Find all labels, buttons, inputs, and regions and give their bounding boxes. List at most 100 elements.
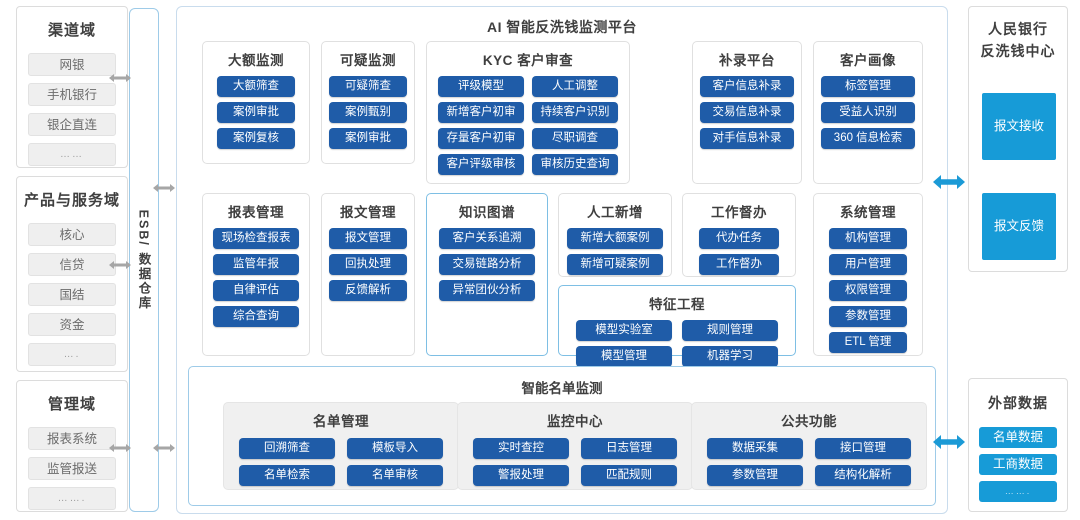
card-kyc-review[interactable]: KYC 客户审查 评级模型 人工调整 新增客户初审 持续客户识别 存量客户初审 …: [426, 41, 630, 184]
btn-case-approval[interactable]: 案例审批: [217, 102, 295, 123]
management-item-0[interactable]: 报表系统: [28, 427, 116, 450]
btn-tag-management[interactable]: 标签管理: [821, 76, 915, 97]
btn-parameter-management[interactable]: 参数管理: [829, 306, 907, 327]
arrow-platform-to-external-data: [933, 435, 965, 449]
btn-list-data[interactable]: 名单数据: [979, 427, 1057, 448]
btn-suspicious-screen[interactable]: 可疑筛查: [329, 76, 407, 97]
card-common-functions[interactable]: 公共功能 数据采集 接口管理 参数管理 结构化解析: [691, 402, 927, 490]
btn-continuous-customer-id[interactable]: 持续客户识别: [532, 102, 618, 123]
arrow-management-to-esb: [109, 444, 131, 452]
btn-data-collection[interactable]: 数据采集: [707, 438, 803, 459]
btn-parameter-management[interactable]: 参数管理: [707, 465, 803, 486]
btn-onsite-inspection-report[interactable]: 现场检查报表: [213, 228, 299, 249]
btn-rating-model[interactable]: 评级模型: [438, 76, 524, 97]
management-item-more[interactable]: …….: [28, 487, 116, 510]
card-report-management[interactable]: 报表管理 现场检查报表 监管年报 自律评估 综合查询: [202, 193, 310, 356]
card-work-supervision[interactable]: 工作督办 代办任务 工作督办: [682, 193, 796, 277]
btn-message-management[interactable]: 报文管理: [329, 228, 407, 249]
btn-list-search[interactable]: 名单检索: [239, 465, 335, 486]
btn-customer-info-supplement[interactable]: 客户信息补录: [700, 76, 794, 97]
btn-customer-relation-tracing[interactable]: 客户关系追溯: [439, 228, 535, 249]
btn-beneficiary-identification[interactable]: 受益人识别: [821, 102, 915, 123]
btn-interface-management[interactable]: 接口管理: [815, 438, 911, 459]
btn-matching-rules[interactable]: 匹配规则: [581, 465, 677, 486]
btn-transaction-chain-analysis[interactable]: 交易链路分析: [439, 254, 535, 275]
btn-abnormal-group-analysis[interactable]: 异常团伙分析: [439, 280, 535, 301]
btn-org-management[interactable]: 机构管理: [829, 228, 907, 249]
product-item-0[interactable]: 核心: [28, 223, 116, 246]
btn-rule-management[interactable]: 规则管理: [682, 320, 778, 341]
card-message-management[interactable]: 报文管理 报文管理 回执处理 反馈解析: [321, 193, 415, 356]
btn-realtime-control[interactable]: 实时查控: [473, 438, 569, 459]
card-monitor-center[interactable]: 监控中心 实时查控 日志管理 警报处理 匹配规则: [457, 402, 693, 490]
card-customer-profile[interactable]: 客户画像 标签管理 受益人识别 360 信息检索: [813, 41, 923, 184]
btn-external-data-more[interactable]: …….: [979, 481, 1057, 502]
btn-alarm-processing[interactable]: 警报处理: [473, 465, 569, 486]
btn-add-large-amount-case[interactable]: 新增大额案例: [567, 228, 663, 249]
btn-feedback-parsing[interactable]: 反馈解析: [329, 280, 407, 301]
channel-item-2[interactable]: 银企直连: [28, 113, 116, 136]
channel-item-more[interactable]: ……: [28, 143, 116, 166]
product-item-2[interactable]: 国结: [28, 283, 116, 306]
btn-360-info-search[interactable]: 360 信息检索: [821, 128, 915, 149]
btn-agent-task[interactable]: 代办任务: [699, 228, 779, 249]
product-service-domain-title: 产品与服务域: [23, 192, 120, 209]
management-domain-box: 管理域 报表系统 监管报送 …….: [16, 380, 128, 512]
btn-structured-parsing[interactable]: 结构化解析: [815, 465, 911, 486]
btn-receipt-processing[interactable]: 回执处理: [329, 254, 407, 275]
btn-retrospective-screening[interactable]: 回溯筛查: [239, 438, 335, 459]
channel-item-0[interactable]: 网银: [28, 53, 116, 76]
card-supplement-platform[interactable]: 补录平台 客户信息补录 交易信息补录 对手信息补录: [692, 41, 802, 184]
card-title: 报表管理: [228, 205, 284, 220]
card-knowledge-graph[interactable]: 知识图谱 客户关系追溯 交易链路分析 异常团伙分析: [426, 193, 548, 356]
btn-large-amount-screen[interactable]: 大额筛查: [217, 76, 295, 97]
btn-model-management[interactable]: 模型管理: [576, 346, 672, 367]
btn-model-lab[interactable]: 模型实验室: [576, 320, 672, 341]
btn-add-suspicious-case[interactable]: 新增可疑案例: [567, 254, 663, 275]
channel-item-1[interactable]: 手机银行: [28, 83, 116, 106]
btn-audit-history-query[interactable]: 审核历史查询: [532, 154, 618, 175]
card-list-management[interactable]: 名单管理 回溯筛查 模板导入 名单检索 名单审核: [223, 402, 459, 490]
btn-log-management[interactable]: 日志管理: [581, 438, 677, 459]
btn-work-supervision[interactable]: 工作督办: [699, 254, 779, 275]
btn-regulatory-annual-report[interactable]: 监管年报: [213, 254, 299, 275]
btn-comprehensive-query[interactable]: 综合查询: [213, 306, 299, 327]
pboc-title-line-2: 反洗钱中心: [980, 43, 1056, 59]
btn-customer-rating-audit[interactable]: 客户评级审核: [438, 154, 524, 175]
card-suspicious-monitor[interactable]: 可疑监测 可疑筛查 案例甄别 案例审批: [321, 41, 415, 164]
btn-new-customer-first-review[interactable]: 新增客户初审: [438, 102, 524, 123]
btn-existing-customer-first-review[interactable]: 存量客户初审: [438, 128, 524, 149]
product-item-more[interactable]: ….: [28, 343, 116, 366]
btn-template-import[interactable]: 模板导入: [347, 438, 443, 459]
product-item-3[interactable]: 资金: [28, 313, 116, 336]
btn-list-audit[interactable]: 名单审核: [347, 465, 443, 486]
product-item-1[interactable]: 信贷: [28, 253, 116, 276]
btn-message-feedback[interactable]: 报文反馈: [982, 193, 1056, 260]
btn-case-identify[interactable]: 案例甄别: [329, 102, 407, 123]
card-feature-engineering[interactable]: 特征工程 模型实验室 规则管理 模型管理 机器学习: [558, 285, 796, 367]
card-large-amount-monitor[interactable]: 大额监测 大额筛查 案例审批 案例复核: [202, 41, 310, 164]
btn-business-registration-data[interactable]: 工商数据: [979, 454, 1057, 475]
btn-etl-management[interactable]: ETL 管理: [829, 332, 907, 353]
management-item-1[interactable]: 监管报送: [28, 457, 116, 480]
btn-message-receive[interactable]: 报文接收: [982, 93, 1056, 160]
btn-self-discipline-assessment[interactable]: 自律评估: [213, 280, 299, 301]
btn-transaction-info-supplement[interactable]: 交易信息补录: [700, 102, 794, 123]
btn-due-diligence[interactable]: 尽职调查: [532, 128, 618, 149]
card-title: KYC 客户审查: [482, 53, 574, 68]
card-system-management[interactable]: 系统管理 机构管理 用户管理 权限管理 参数管理 ETL 管理: [813, 193, 923, 356]
btn-permission-management[interactable]: 权限管理: [829, 280, 907, 301]
card-manual-add[interactable]: 人工新增 新增大额案例 新增可疑案例: [558, 193, 672, 277]
btn-machine-learning[interactable]: 机器学习: [682, 346, 778, 367]
arrow-esb-to-platform-top: [153, 184, 175, 192]
card-title: 大额监测: [228, 53, 284, 68]
btn-case-approval[interactable]: 案例审批: [329, 128, 407, 149]
arrow-product-to-esb: [109, 261, 131, 269]
card-title: 系统管理: [840, 205, 896, 220]
arrow-platform-to-pboc: [933, 175, 965, 189]
btn-user-management[interactable]: 用户管理: [829, 254, 907, 275]
arrow-channel-to-esb: [109, 74, 131, 82]
btn-manual-adjust[interactable]: 人工调整: [532, 76, 618, 97]
btn-counterparty-info-supplement[interactable]: 对手信息补录: [700, 128, 794, 149]
btn-case-review[interactable]: 案例复核: [217, 128, 295, 149]
